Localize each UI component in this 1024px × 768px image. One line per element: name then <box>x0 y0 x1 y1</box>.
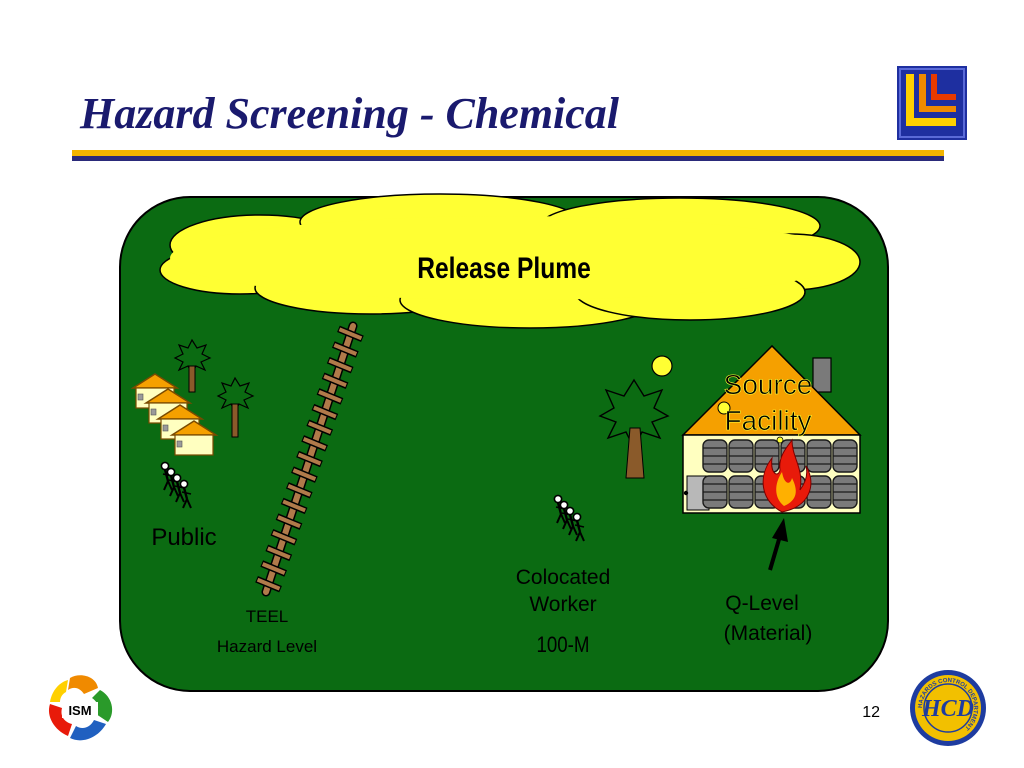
fence-slat-fill <box>292 468 317 481</box>
worker-label-line2: Worker <box>529 593 596 616</box>
barrel-icon <box>728 475 754 509</box>
qlevel-label-line1: Q-Level <box>725 592 799 615</box>
fence-slat-fill <box>302 437 327 450</box>
title-underline-navy <box>72 156 944 161</box>
title-underline <box>72 150 944 162</box>
chimney <box>812 357 832 393</box>
fence-slat-fill <box>318 390 342 403</box>
fence-slat-fill <box>328 358 352 372</box>
tree-icon <box>173 338 212 393</box>
ism-logo: ISM <box>48 675 113 741</box>
barrel-icon <box>806 439 832 473</box>
teel-label-line1: TEEL <box>246 607 289 626</box>
barrel-icon <box>702 475 728 509</box>
barrel-icon <box>702 439 728 473</box>
hcd-logo: HAZARDS CONTROL DEPARTMENT HCD <box>910 670 986 746</box>
fence-slat-fill <box>277 515 301 528</box>
fence-icon <box>255 321 364 597</box>
slide-title: Hazard Screening - Chemical <box>80 89 620 138</box>
public-label: Public <box>151 524 216 551</box>
title-underline-gold <box>72 150 944 156</box>
barrel-icon <box>728 439 754 473</box>
fence-slat-fill <box>272 530 296 544</box>
worker-label-line1: Colocated <box>516 566 611 589</box>
fence-slat-fill <box>333 343 358 356</box>
release-plume-label: Release Plume <box>417 251 591 285</box>
fence-slat-fill <box>267 546 291 560</box>
release-plume-cloud <box>159 193 861 329</box>
barrel-icon <box>832 475 858 509</box>
fence-slat-fill <box>313 405 337 419</box>
fence-slat-fill <box>307 421 332 435</box>
tree-icon <box>598 378 670 479</box>
fence-slat-fill <box>256 577 281 591</box>
fence-slat-fill <box>297 452 322 466</box>
source-label-line1: Source <box>724 369 813 400</box>
sun-icon <box>651 355 673 377</box>
arrow-icon <box>768 518 788 571</box>
distance-label: 100-M <box>537 634 590 658</box>
ism-logo-text: ISM <box>68 703 91 718</box>
page-number: 12 <box>862 704 880 721</box>
ll-logo <box>897 66 967 140</box>
fire-icon <box>762 438 812 513</box>
fence-slat-fill <box>287 483 312 497</box>
fence-slat-fill <box>261 562 286 575</box>
teel-label-line2: Hazard Level <box>217 637 317 656</box>
fence-slat-fill <box>282 499 306 513</box>
fence-slat-fill <box>323 374 347 388</box>
qlevel-label-line2: (Material) <box>724 622 813 645</box>
barrel-icon <box>832 439 858 473</box>
source-label-line2: Facility <box>724 405 811 436</box>
fence-slat-fill <box>338 327 363 341</box>
tree-icon <box>216 376 255 438</box>
hcd-logo-text: HCD <box>921 696 974 722</box>
